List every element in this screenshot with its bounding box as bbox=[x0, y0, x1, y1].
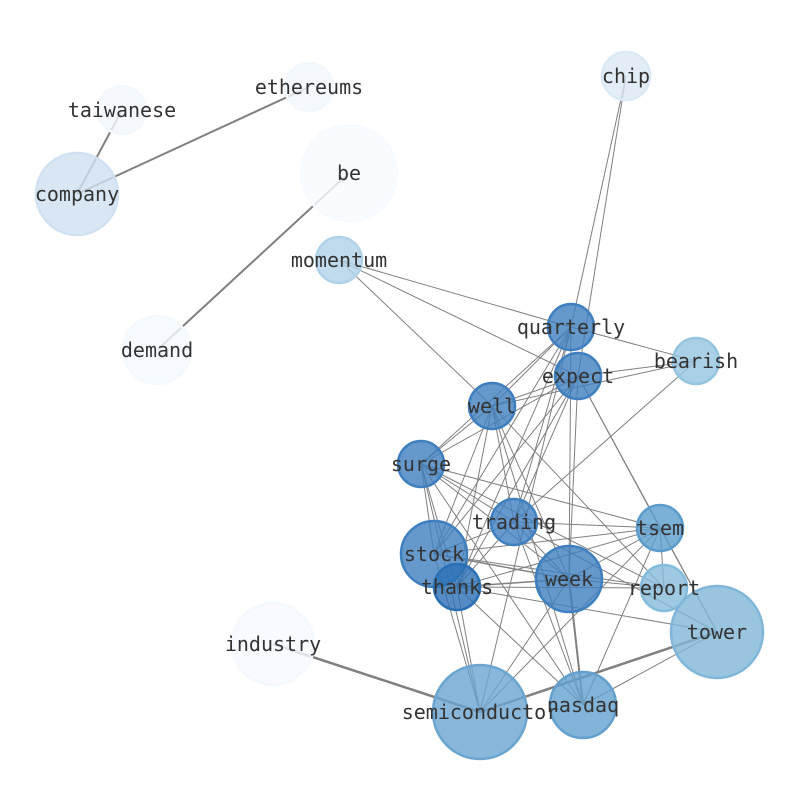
node-label-semiconductor: semiconductor bbox=[402, 700, 559, 724]
node-ethereums bbox=[283, 61, 335, 113]
node-company bbox=[34, 151, 120, 237]
node-expect bbox=[553, 351, 603, 401]
node-label-bearish: bearish bbox=[654, 349, 738, 373]
node-nasdaq bbox=[548, 670, 618, 740]
node-label-ethereums: ethereums bbox=[255, 75, 363, 99]
edge-well-nasdaq bbox=[491, 405, 584, 706]
edge-expect-trading bbox=[513, 375, 579, 523]
node-label-stock: stock bbox=[404, 542, 464, 566]
edge-chip-quarterly bbox=[570, 75, 627, 328]
node-label-demand: demand bbox=[121, 338, 193, 362]
node-bearish bbox=[671, 336, 721, 386]
edge-bearish-trading bbox=[513, 360, 697, 523]
node-be bbox=[299, 123, 399, 223]
node-taiwanese bbox=[96, 84, 148, 136]
node-label-taiwanese: taiwanese bbox=[68, 98, 176, 122]
node-label-week: week bbox=[545, 567, 593, 591]
node-trading bbox=[489, 497, 539, 547]
node-label-report: report bbox=[628, 576, 700, 600]
node-label-well: well bbox=[468, 394, 516, 418]
edge-momentum-well bbox=[338, 259, 493, 407]
node-label-surge: surge bbox=[391, 452, 451, 476]
node-week bbox=[534, 544, 604, 614]
nodes bbox=[34, 50, 765, 761]
node-label-quarterly: quarterly bbox=[517, 315, 625, 339]
node-report bbox=[639, 563, 689, 613]
node-label-nasdaq: nasdaq bbox=[547, 693, 619, 717]
edge-stock-tsem bbox=[433, 527, 661, 555]
node-label-trading: trading bbox=[472, 510, 556, 534]
node-semiconductor bbox=[431, 663, 529, 761]
edge-surge-tsem bbox=[420, 463, 661, 529]
node-thanks bbox=[432, 562, 482, 612]
node-label-tower: tower bbox=[687, 620, 747, 644]
edge-surge-report bbox=[420, 463, 665, 589]
node-tower bbox=[669, 584, 765, 680]
node-industry bbox=[230, 601, 316, 687]
node-label-industry: industry bbox=[225, 632, 321, 656]
node-label-momentum: momentum bbox=[291, 248, 387, 272]
node-label-chip: chip bbox=[602, 64, 650, 88]
labels: taiwanese ethereums chip company be momentum d… bbox=[35, 64, 747, 724]
edge-quarterly-trading bbox=[513, 326, 572, 523]
edge-company-ethereums bbox=[76, 86, 310, 195]
node-chip bbox=[600, 50, 652, 102]
edge-trading-tsem bbox=[513, 521, 661, 529]
node-surge bbox=[396, 439, 446, 489]
edge-expect-thanks bbox=[456, 375, 579, 588]
edge-expect-stock bbox=[433, 375, 579, 555]
edge-momentum-quarterly bbox=[338, 259, 572, 328]
node-label-expect: expect bbox=[542, 364, 614, 388]
edge-well-report bbox=[491, 405, 665, 589]
node-momentum bbox=[314, 235, 364, 285]
node-well bbox=[467, 381, 517, 431]
node-quarterly bbox=[546, 302, 596, 352]
edge-quarterly-thanks bbox=[456, 326, 572, 588]
node-tsem bbox=[635, 503, 685, 553]
node-label-company: company bbox=[35, 182, 119, 206]
node-demand bbox=[121, 314, 193, 386]
node-label-thanks: thanks bbox=[421, 575, 493, 599]
node-label-be: be bbox=[337, 161, 361, 185]
node-label-tsem: tsem bbox=[636, 516, 684, 540]
